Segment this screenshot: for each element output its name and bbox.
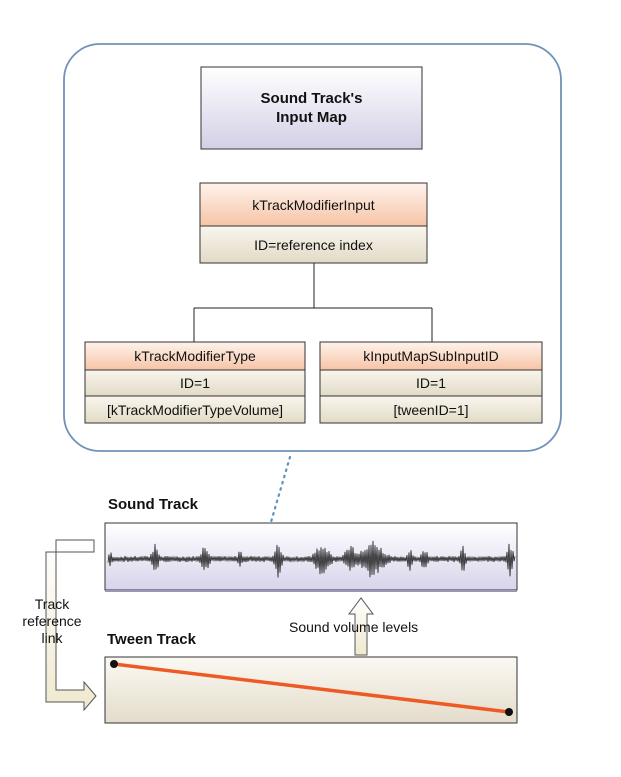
dotted-reference-link (269, 455, 292, 524)
sound-track-label: Sound Track (108, 496, 199, 513)
modifier-type-row2: [kTrackModifierTypeVolume] (106, 401, 284, 418)
modifier-type-header: kTrackModifierType (134, 348, 256, 364)
input-map-title-line1: Sound Track's (260, 90, 363, 107)
track-reference-line1: Track (34, 596, 70, 612)
sub-input-row2: [tweenID=1] (393, 401, 469, 418)
modifier-type-row1-box (84, 369, 306, 397)
modifier-type-row2-box (84, 395, 306, 424)
sub-input-row1: ID=1 (416, 375, 446, 391)
sub-input-header-box (319, 341, 543, 371)
modifier-type-header-box (84, 341, 306, 371)
modifier-type-row1: ID=1 (180, 375, 210, 391)
sub-input-row1-box (319, 369, 543, 397)
tween-volume-line (113, 662, 510, 714)
tree-connector (193, 263, 433, 342)
sound-waveform (107, 540, 516, 578)
track-reference-line2: reference (22, 613, 82, 629)
modifier-input-header-box (199, 182, 428, 227)
track-reference-arrow (45, 539, 97, 712)
track-reference-label: Track reference link (17, 596, 87, 647)
sub-input-row2-box (319, 395, 543, 424)
tween-track-label: Tween Track (107, 631, 196, 648)
tween-start-point (110, 660, 118, 668)
volume-up-arrow (348, 597, 374, 656)
modifier-input-row-box (199, 225, 428, 264)
sub-input-header: kInputMapSubInputID (363, 348, 499, 364)
track-reference-line3: link (41, 630, 63, 646)
input-map-title-box (200, 66, 423, 150)
tween-track-panel (104, 656, 518, 724)
modifier-input-row: ID=reference index (254, 236, 373, 253)
modifier-input-header: kTrackModifierInput (252, 196, 375, 213)
input-map-title-line2: Input Map (276, 109, 347, 126)
volume-levels-label: Sound volume levels (289, 619, 419, 635)
input-map-title: Sound Track's Input Map (201, 67, 422, 149)
tween-end-point (505, 708, 513, 716)
